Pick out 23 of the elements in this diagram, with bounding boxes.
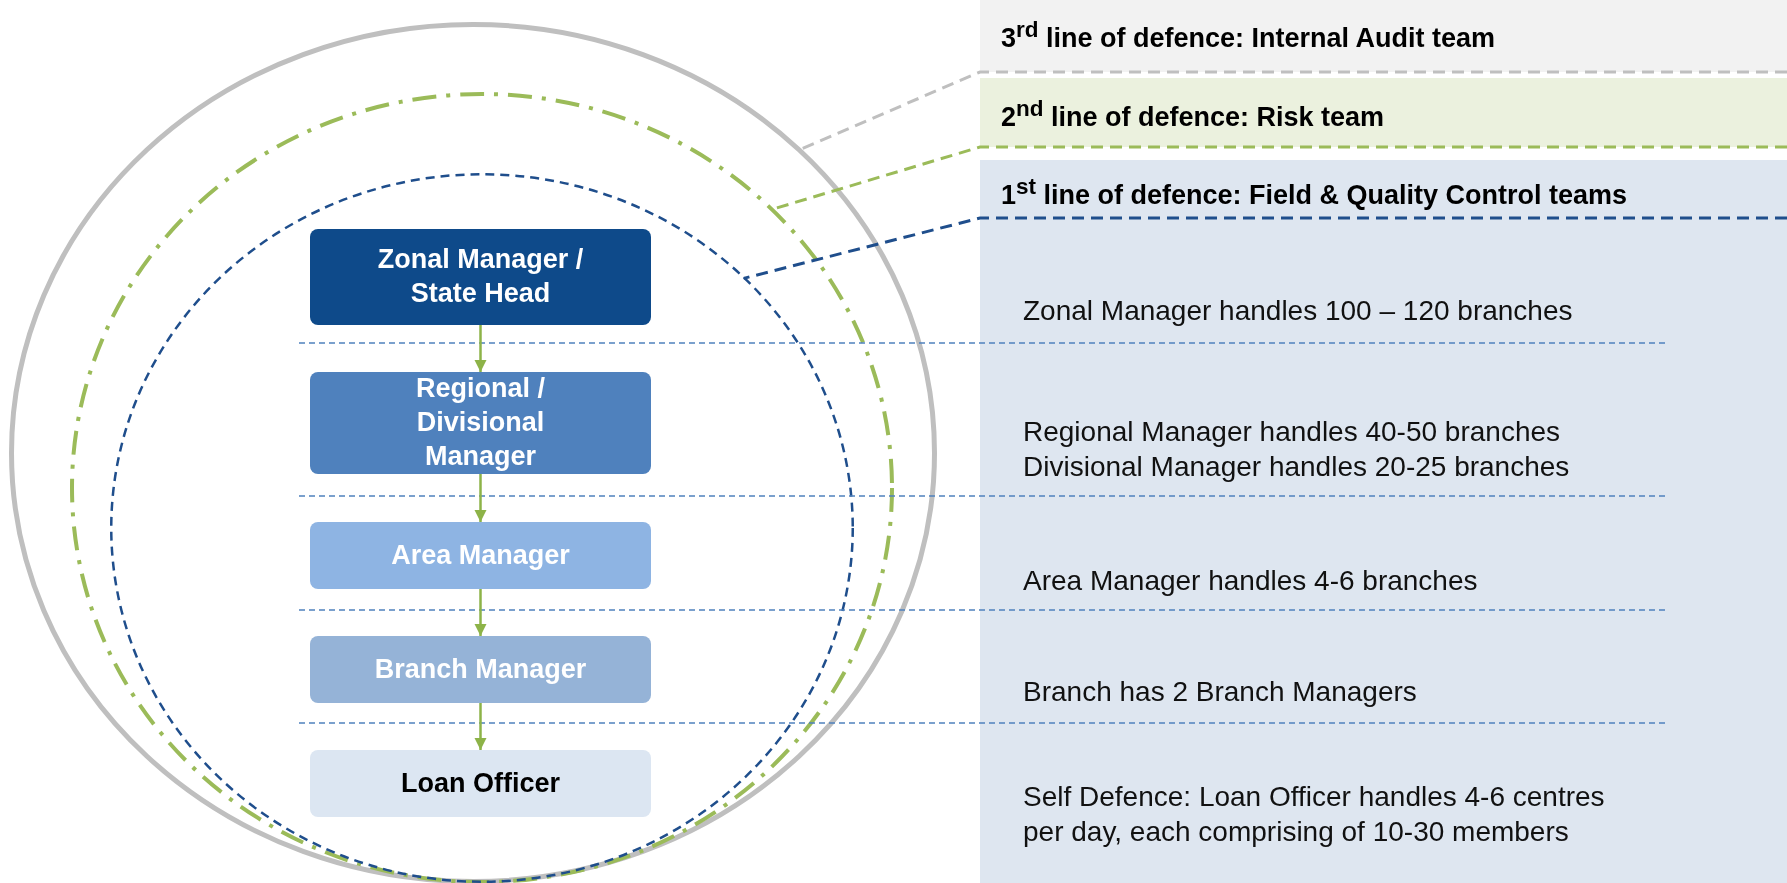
description-text: Divisional Manager handles 20-25 branches (1023, 450, 1571, 484)
leader-line (799, 70, 1787, 152)
description-text: Self Defence: Loan Officer handles 4-6 centres per day, each comprising of 10-30 members (1023, 780, 1606, 849)
panel-heading: 1$^{st}$ line of defence: Field & Quality Control teams (1001, 173, 1628, 212)
role-box: Loan Officer (310, 750, 651, 817)
arrow (474, 589, 487, 636)
description-text: Regional Manager handles 40-50 branches (1023, 415, 1562, 449)
description-text: Zonal Manager handles 100 – 120 branches (1023, 294, 1574, 328)
panel-heading: 3$^{rd}$ line of defence: Internal Audit team (1001, 16, 1496, 55)
arrow (474, 474, 487, 522)
defence-line-panel (980, 160, 1787, 883)
role-box: Regional / Divisional Manager (310, 372, 651, 474)
panel-heading: 2$^{nd}$ line of defence: Risk team (1001, 95, 1385, 134)
description-text: Area Manager handles 4-6 branches (1023, 564, 1479, 598)
description-text: Branch has 2 Branch Managers (1023, 675, 1418, 709)
defence-line-panel (980, 0, 1787, 72)
leader-line (743, 216, 1787, 280)
defence-line-panel (980, 78, 1787, 147)
role-box: Area Manager (310, 522, 651, 589)
arrow (474, 325, 487, 372)
arrow (474, 703, 487, 750)
role-box: Zonal Manager / State Head (310, 229, 651, 325)
role-box: Branch Manager (310, 636, 651, 703)
